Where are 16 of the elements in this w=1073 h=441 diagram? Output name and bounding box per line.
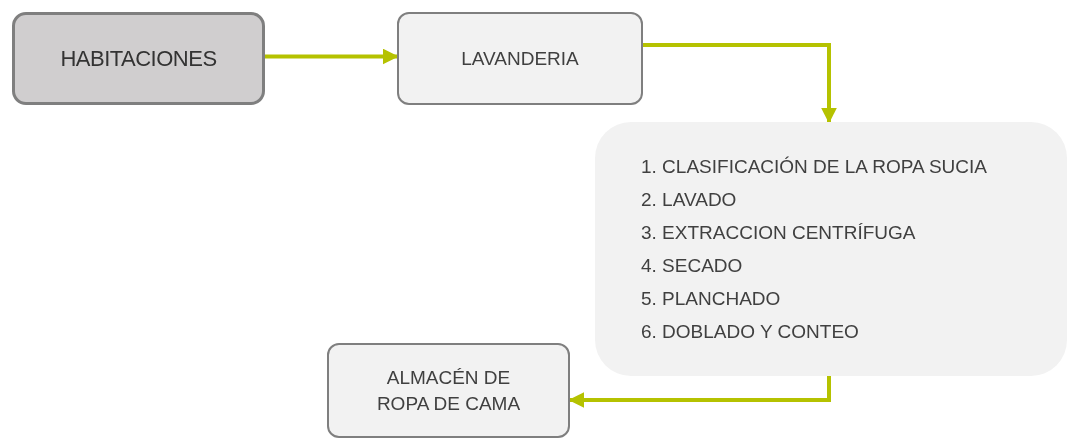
step-list-box: [595, 122, 1067, 376]
node-label: HABITACIONES: [60, 45, 217, 73]
process-box: [397, 12, 643, 105]
list-item: 2. LAVADO: [641, 188, 738, 212]
process-box: [327, 343, 570, 438]
arrow: [643, 43, 837, 124]
list-item: 5. PLANCHADO: [641, 287, 782, 311]
node-label: ALMACÉN DE ROPA DE CAMA: [375, 365, 522, 416]
node-label: LAVANDERIA: [461, 46, 579, 71]
process-box: [12, 12, 265, 105]
list-item: 6. DOBLADO Y CONTEO: [641, 320, 860, 344]
arrow: [265, 48, 399, 65]
list-item: 4. SECADO: [641, 254, 744, 278]
list-item: 1. CLASIFICACIÓN DE LA ROPA SUCIA: [641, 155, 988, 179]
arrow: [568, 376, 831, 408]
list-item: 3. EXTRACCION CENTRÍFUGA: [641, 221, 917, 245]
